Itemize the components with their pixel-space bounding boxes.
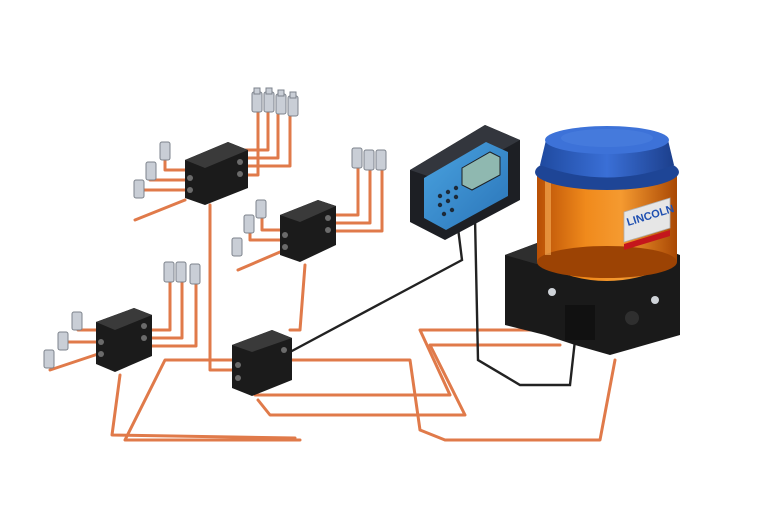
divider-block-middle — [280, 200, 336, 262]
control-unit — [410, 125, 520, 240]
control-buttons — [437, 185, 459, 217]
grease-fittings — [43, 87, 387, 369]
lube-line-main-3 — [123, 358, 617, 442]
control-display — [461, 151, 501, 191]
lube-line-main-4 — [110, 373, 297, 440]
divider-block-main — [232, 330, 292, 396]
control-cables — [288, 216, 577, 387]
divider-block-lower-left — [96, 308, 152, 372]
divider-block-top-left — [185, 142, 248, 205]
cable-to-pump — [473, 216, 577, 387]
lubrication-pump: LINCOLN — [505, 126, 680, 355]
lube-line-main-2 — [256, 343, 562, 417]
lube-line-riser-1 — [208, 203, 242, 372]
lube-line-riser-2 — [288, 263, 307, 332]
cable-to-divider — [288, 226, 464, 354]
brand-plate — [623, 197, 671, 243]
